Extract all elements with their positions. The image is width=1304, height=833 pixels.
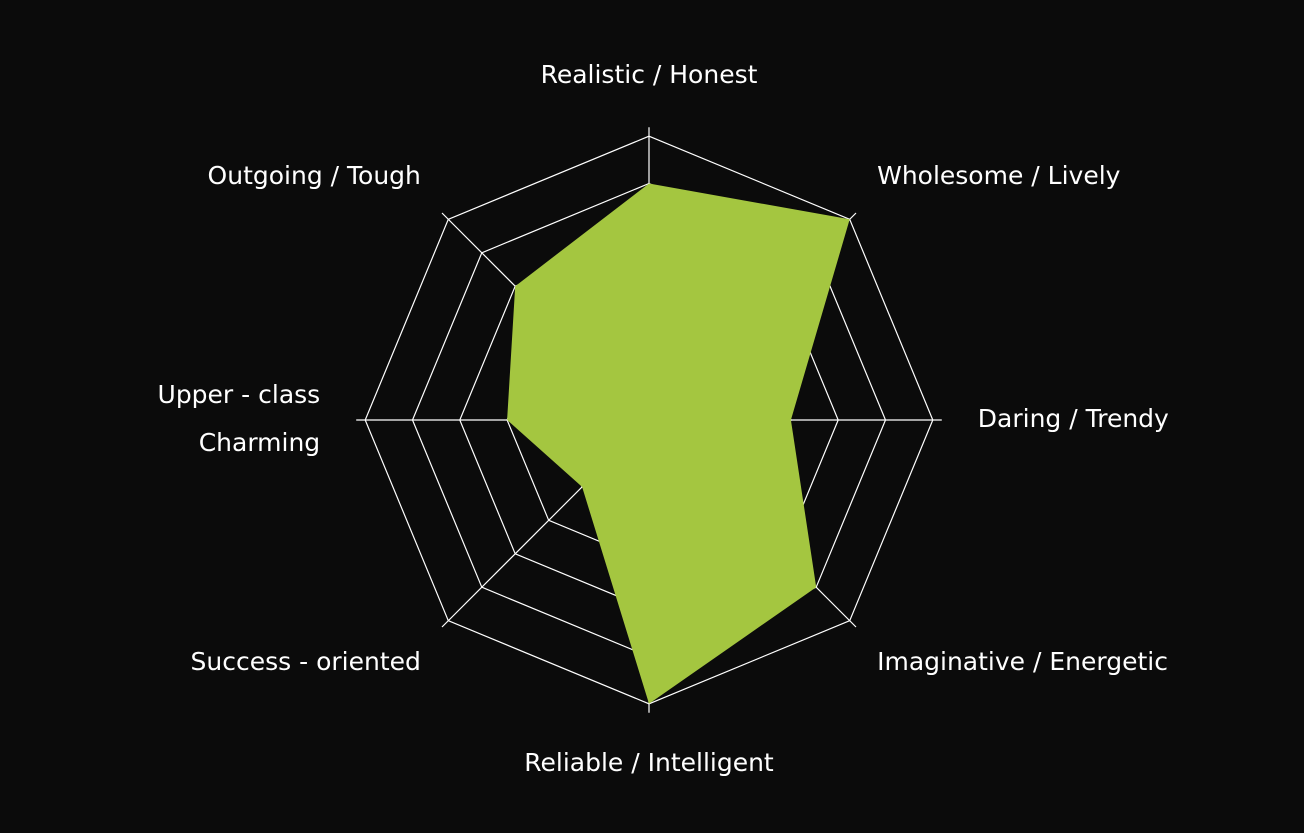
axis-label: Upper - class <box>158 380 321 409</box>
axis-label: Outgoing / Tough <box>208 161 421 190</box>
axis-label: Daring / Trendy <box>978 404 1169 433</box>
series-area <box>507 183 850 704</box>
axis-label: Success - oriented <box>191 647 421 676</box>
axis-label: Wholesome / Lively <box>877 161 1121 190</box>
axis-label: Charming <box>199 428 320 457</box>
axis-label: Imaginative / Energetic <box>877 647 1168 676</box>
axis-label: Realistic / Honest <box>541 60 758 89</box>
radar-series <box>507 183 850 704</box>
axis-label: Reliable / Intelligent <box>524 748 774 777</box>
